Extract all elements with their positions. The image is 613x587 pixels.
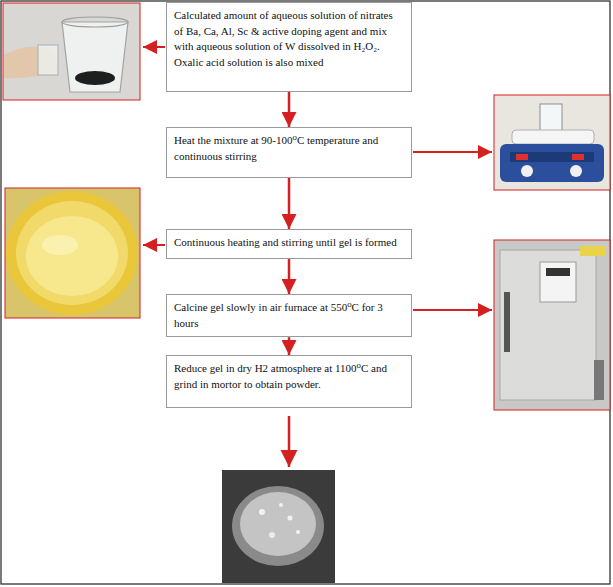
- furnace-photo: [494, 240, 610, 410]
- leader-arrow: [413, 309, 492, 311]
- leader-arrow: [143, 46, 165, 48]
- flow-arrow: [288, 92, 291, 127]
- flow-arrow: [288, 178, 291, 229]
- leader-arrow: [413, 151, 492, 153]
- process-box: Reduce gel in dry H2 atmosphere at 1100⁰…: [166, 355, 412, 408]
- powder-photo: [222, 470, 335, 583]
- stirrer-photo: [494, 95, 610, 190]
- process-box: Calcine gel slowly in air furnace at 550…: [166, 294, 412, 337]
- leader-arrow: [143, 244, 165, 246]
- leader-arrow: [288, 416, 291, 467]
- step-text: Calculated amount of aqueous solution of…: [174, 8, 404, 70]
- process-box: Calculated amount of aqueous solution of…: [166, 2, 412, 92]
- process-box: Heat the mixture at 90-100⁰C temperature…: [166, 127, 412, 178]
- step-text: Calcine gel slowly in air furnace at 550…: [174, 300, 404, 331]
- flow-arrow: [288, 259, 291, 294]
- process-box: Continuous heating and stirring until ge…: [166, 229, 412, 259]
- step-text: Heat the mixture at 90-100⁰C temperature…: [174, 133, 404, 164]
- step-text: Reduce gel in dry H2 atmosphere at 1100⁰…: [174, 361, 404, 392]
- beaker-photo: [3, 3, 140, 100]
- step-text: Continuous heating and stirring until ge…: [174, 235, 404, 251]
- gel-photo: [5, 188, 140, 318]
- flow-arrow: [288, 337, 291, 355]
